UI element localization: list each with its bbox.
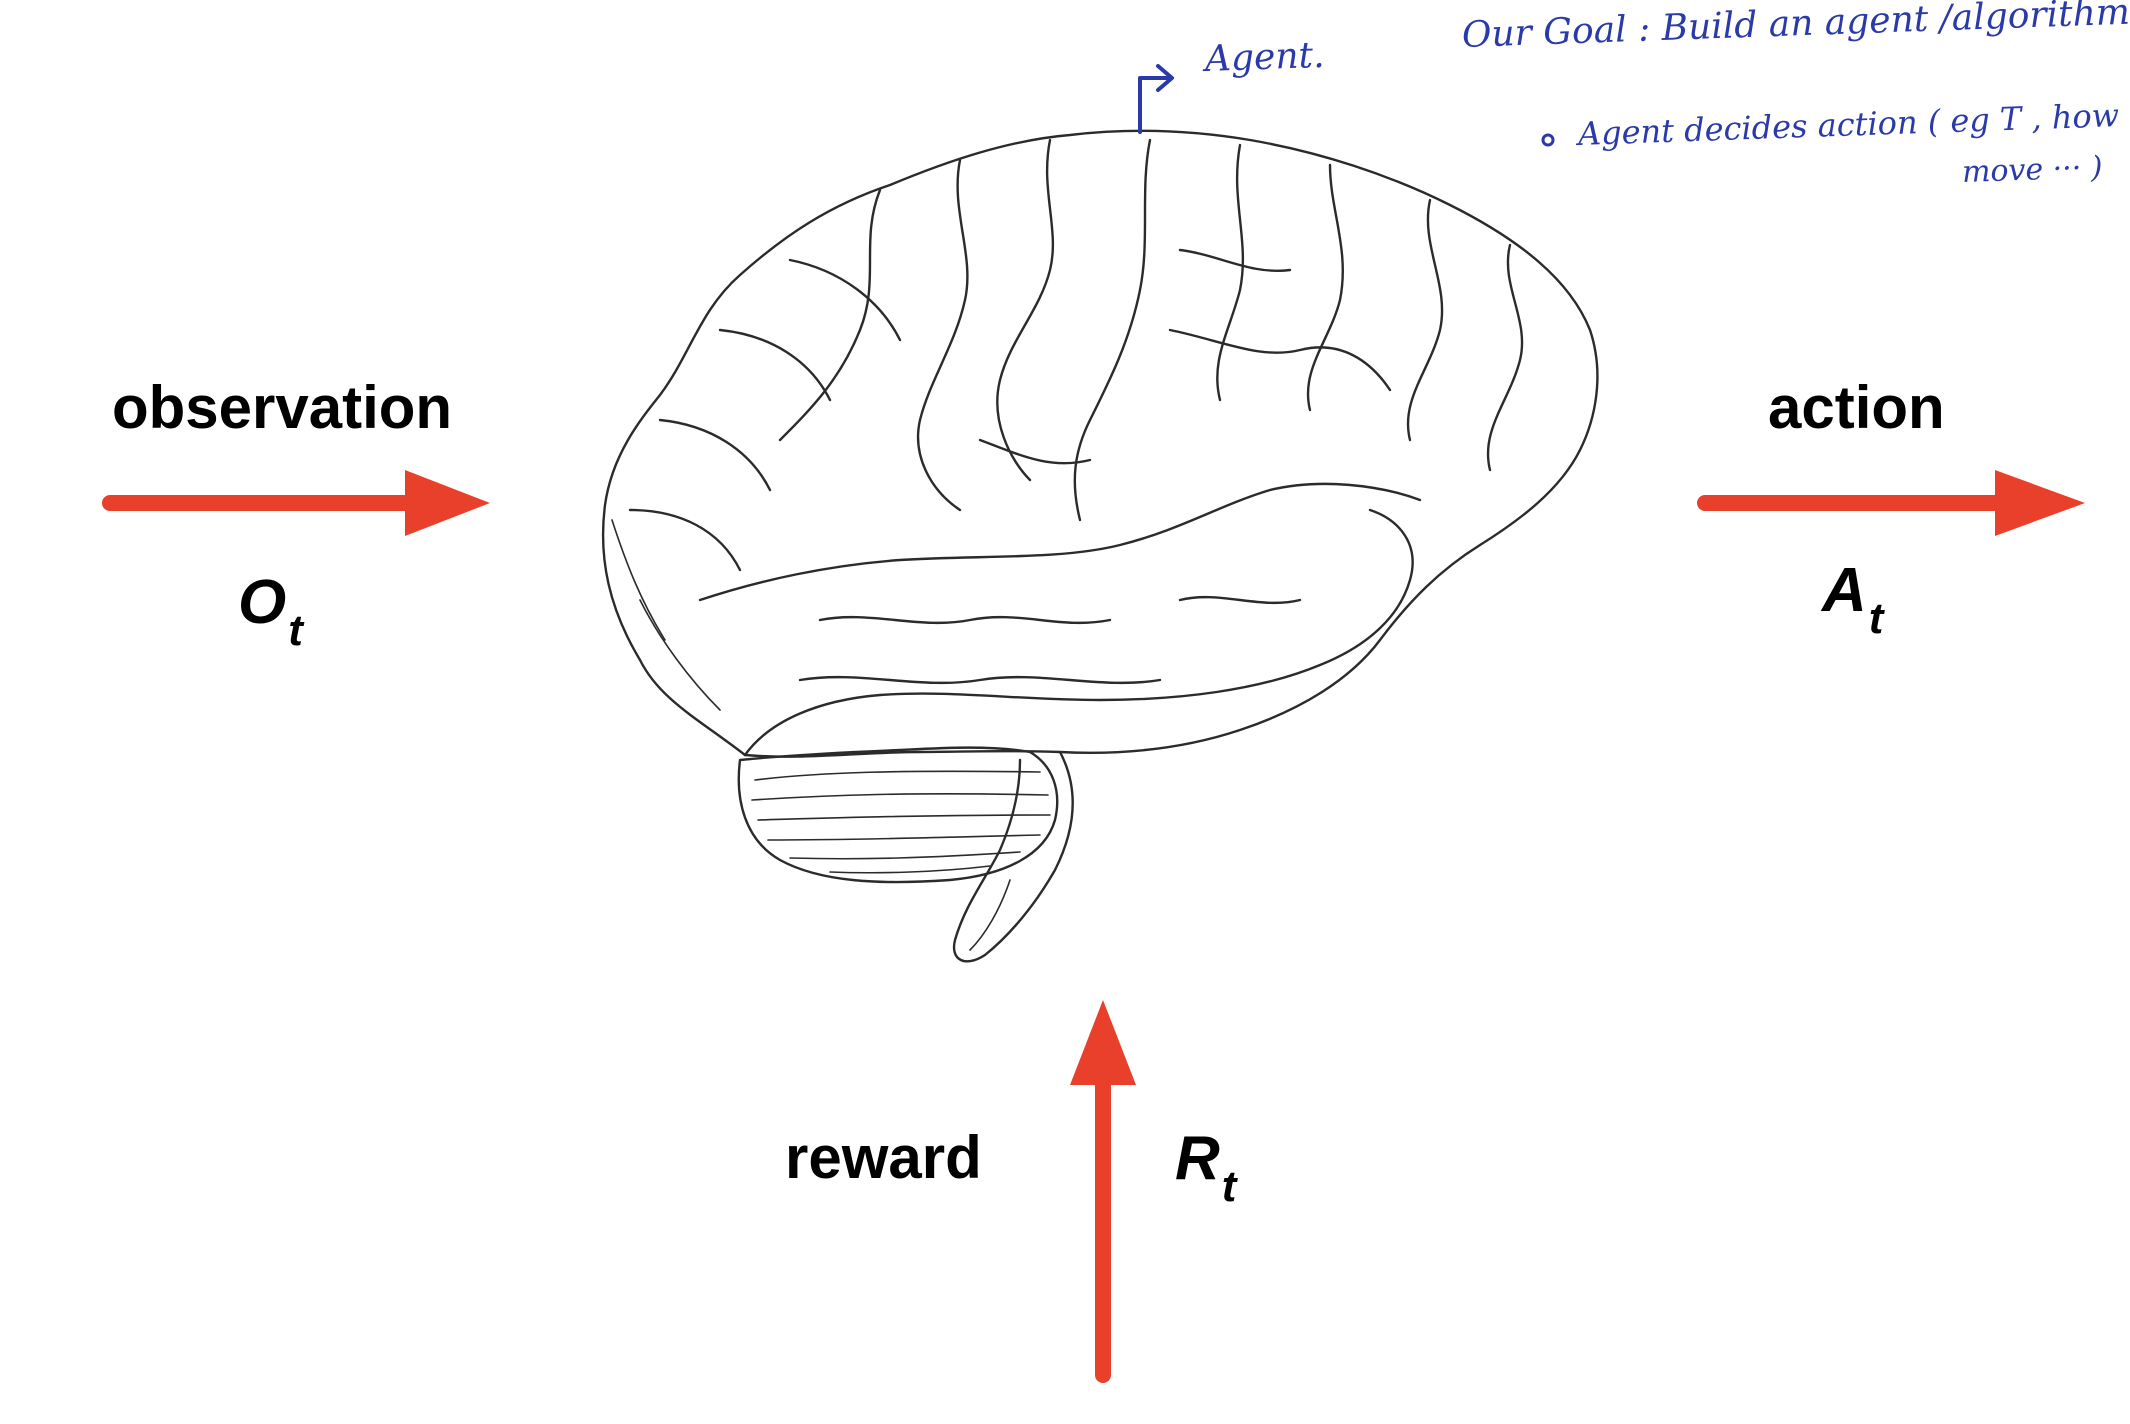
reward-symbol-main: R xyxy=(1175,1124,1220,1193)
action-symbol: At xyxy=(1822,560,1883,641)
observation-symbol-subscript: t xyxy=(288,606,303,655)
agent-pointer-arrow xyxy=(1138,64,1174,134)
bullet-dot xyxy=(1541,133,1555,147)
action-symbol-main: A xyxy=(1822,556,1867,625)
observation-arrow xyxy=(102,470,490,536)
action-symbol-subscript: t xyxy=(1868,594,1884,643)
bullet-annotation-continued: move ··· ) xyxy=(1961,150,2104,190)
observation-symbol: Ot xyxy=(238,572,303,653)
reward-symbol: Rt xyxy=(1175,1128,1236,1209)
action-arrow xyxy=(1697,470,2085,536)
reward-symbol-subscript: t xyxy=(1221,1162,1237,1211)
reward-arrow xyxy=(1070,1000,1136,1383)
brain-illustration xyxy=(601,129,1599,963)
observation-symbol-main: O xyxy=(238,568,287,637)
agent-annotation: Agent. xyxy=(1204,34,1326,80)
reward-label: reward xyxy=(785,1124,982,1191)
action-label: action xyxy=(1768,374,1945,441)
observation-label: observation xyxy=(112,374,453,441)
